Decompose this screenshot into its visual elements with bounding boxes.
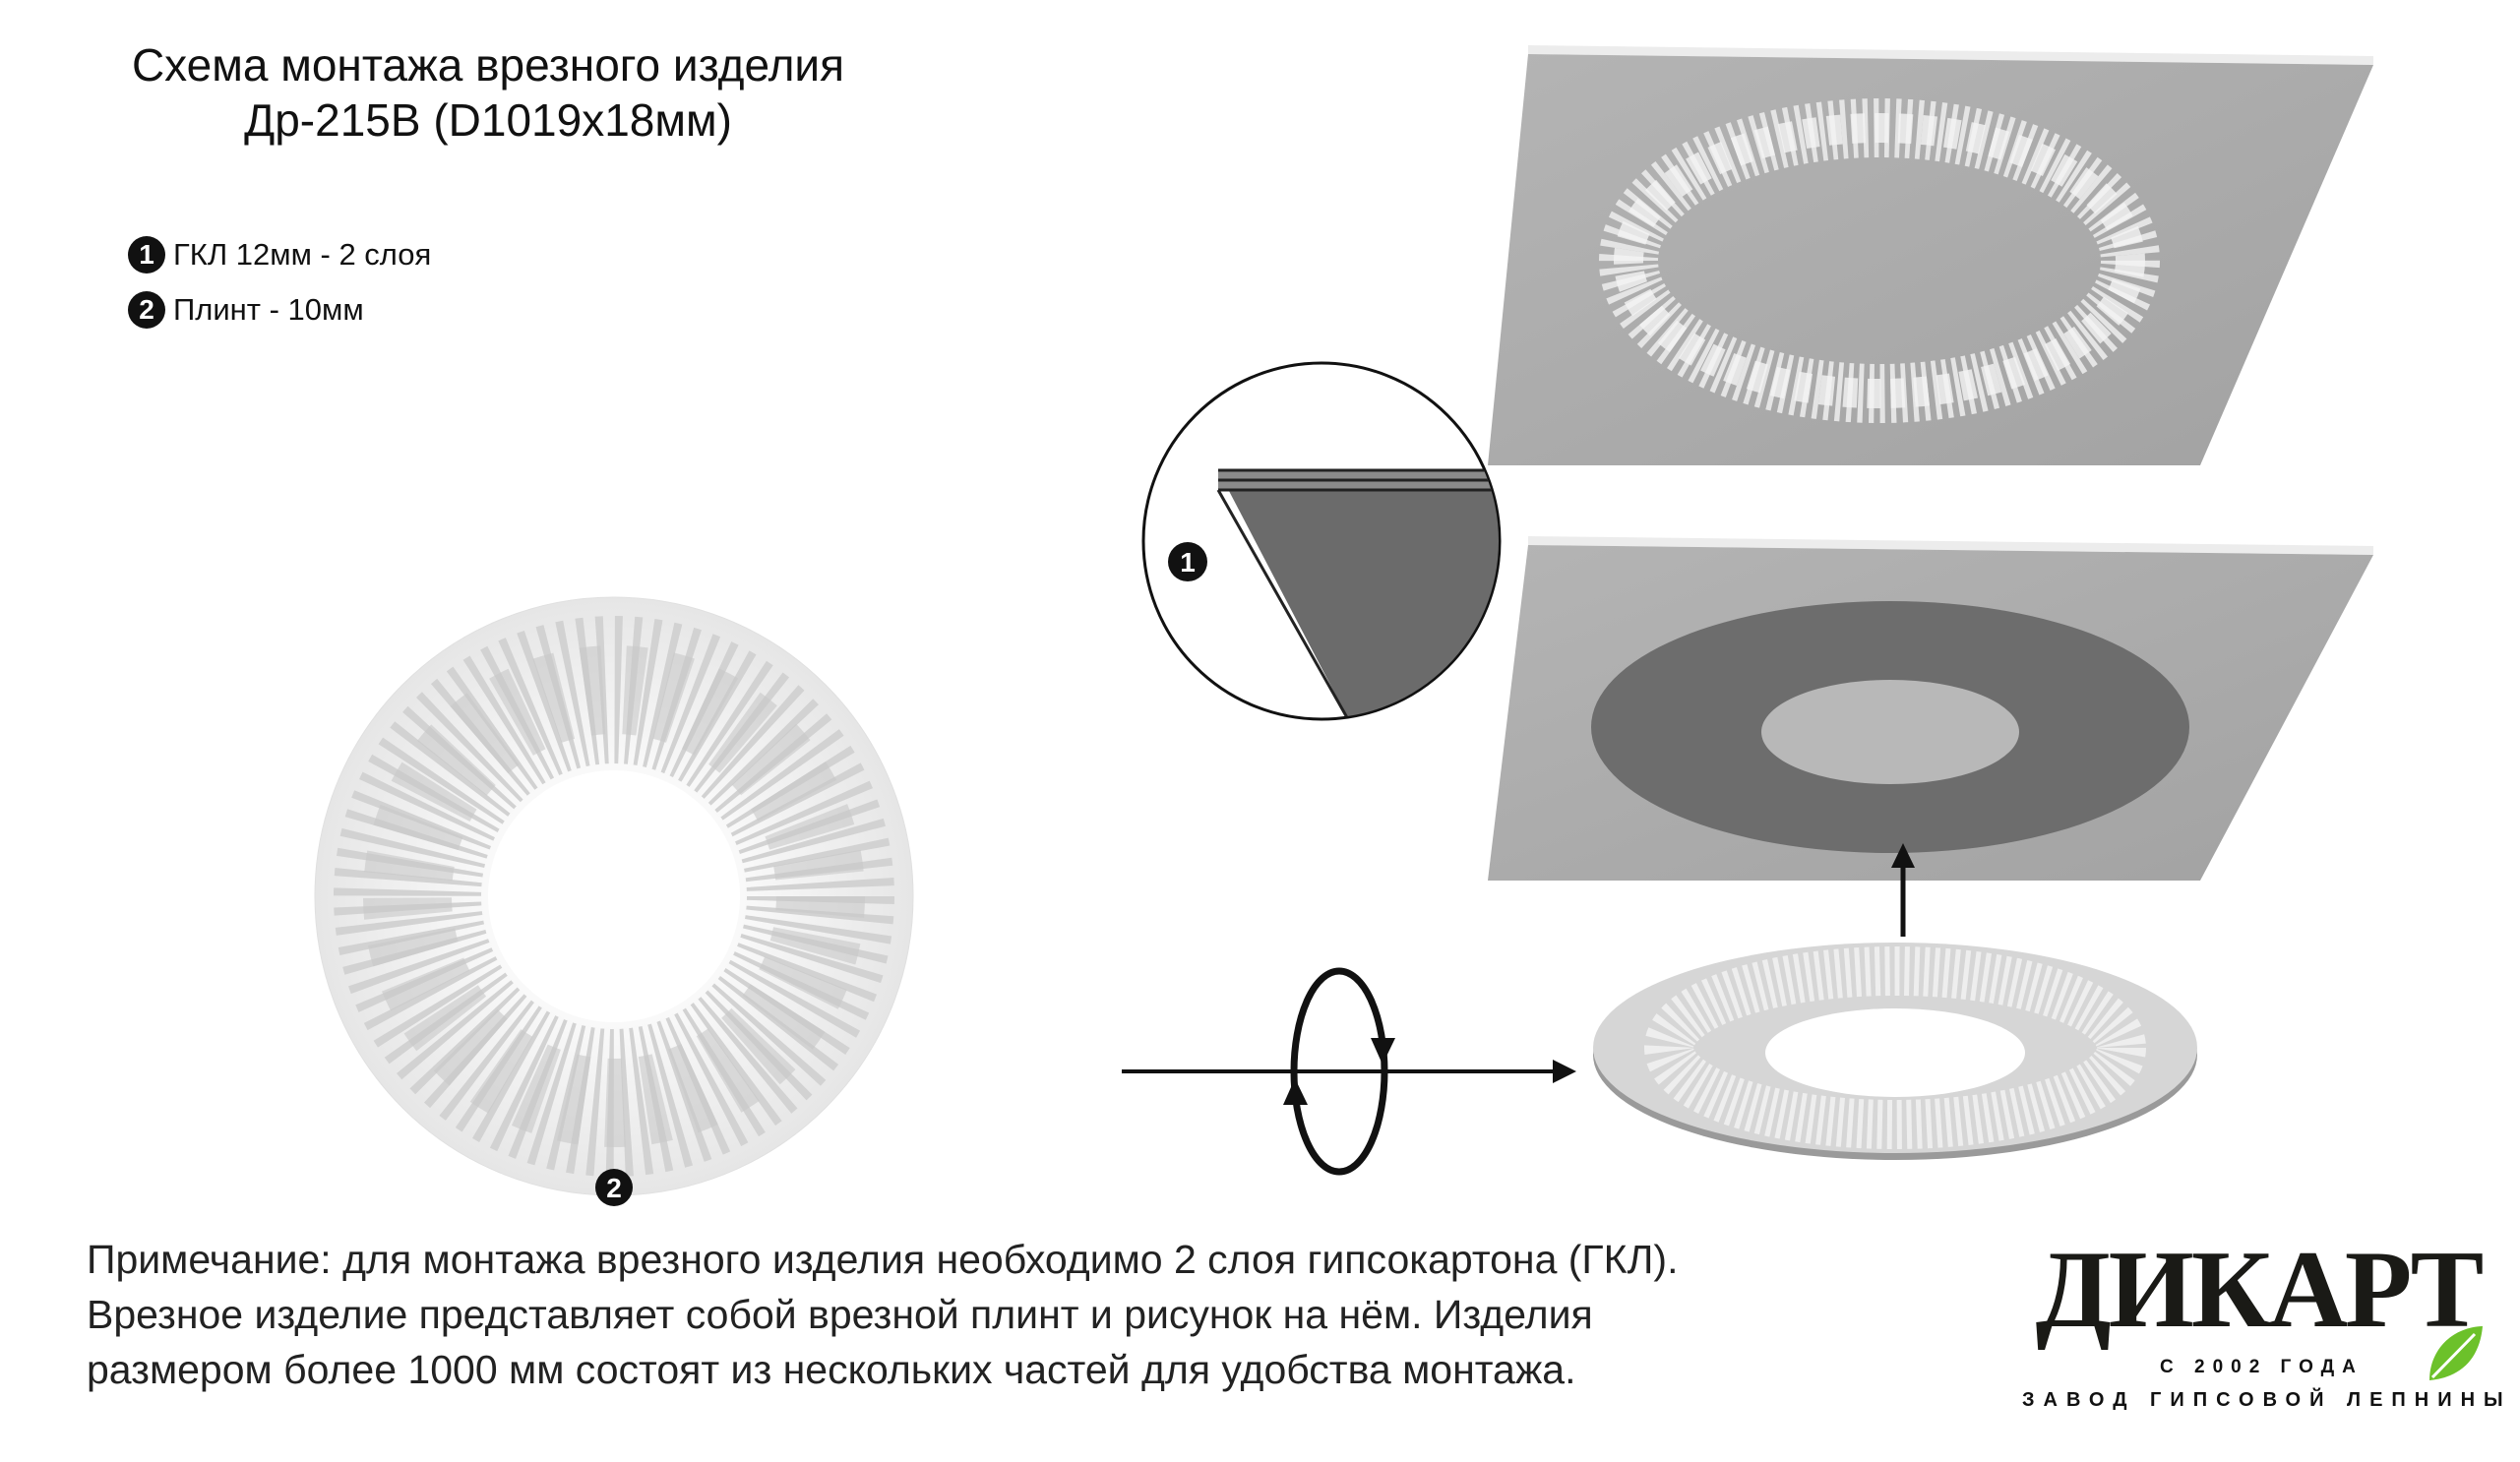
ceiling-rose-perspective — [1593, 943, 2197, 1160]
note-line-1: Примечание: для монтажа врезного изделия… — [87, 1237, 1679, 1282]
title-line-1: Схема монтажа врезного изделия — [131, 39, 845, 91]
dikart-logo: ДИКАРТ С 2002 ГОДА ЗАВОД ГИПСОВОЙ ЛЕПНИН… — [2012, 1230, 2504, 1427]
marker-1-bg — [1168, 542, 1207, 581]
legend-item-plinth: 2 Плинт - 10мм — [128, 291, 364, 329]
legend-text: Плинт - 10мм — [173, 292, 364, 327]
ceiling-panel-cutout — [1488, 536, 2373, 881]
note-line-2: Врезное изделие представляет собой врезн… — [87, 1292, 1593, 1337]
legend-number-1: 1 — [128, 236, 165, 274]
diagram-title: Схема монтажа врезного изделия Др-215В (… — [0, 37, 976, 148]
legend-text: ГКЛ 12мм - 2 слоя — [173, 237, 432, 272]
marker-2: 2 — [606, 1173, 622, 1203]
flip-arrow-icon — [1122, 967, 1576, 1176]
ceiling-rose-front-view — [314, 596, 914, 1196]
ceiling-panel-finished — [1488, 45, 2373, 465]
marker-2-bg — [595, 1169, 633, 1206]
note-line-3: размером более 1000 мм состоят из нескол… — [87, 1347, 1576, 1392]
legend-item-gkl: 1 ГКЛ 12мм - 2 слоя — [128, 236, 431, 274]
up-arrow-icon — [1891, 843, 1915, 937]
legend-number-2: 2 — [128, 291, 165, 329]
marker-1: 1 — [1180, 547, 1196, 578]
logo-tagline: ЗАВОД ГИПСОВОЙ ЛЕПНИНЫ — [2022, 1389, 2512, 1411]
title-line-2: Др-215В (D1019x18мм) — [244, 94, 732, 146]
logo-name: ДИКАРТ — [2035, 1229, 2485, 1351]
logo-since: С 2002 ГОДА — [2160, 1357, 2364, 1377]
leaf-icon — [2429, 1326, 2483, 1380]
gkl-layers-detail — [1141, 361, 1502, 721]
installation-note: Примечание: для монтажа врезного изделия… — [87, 1232, 1956, 1397]
